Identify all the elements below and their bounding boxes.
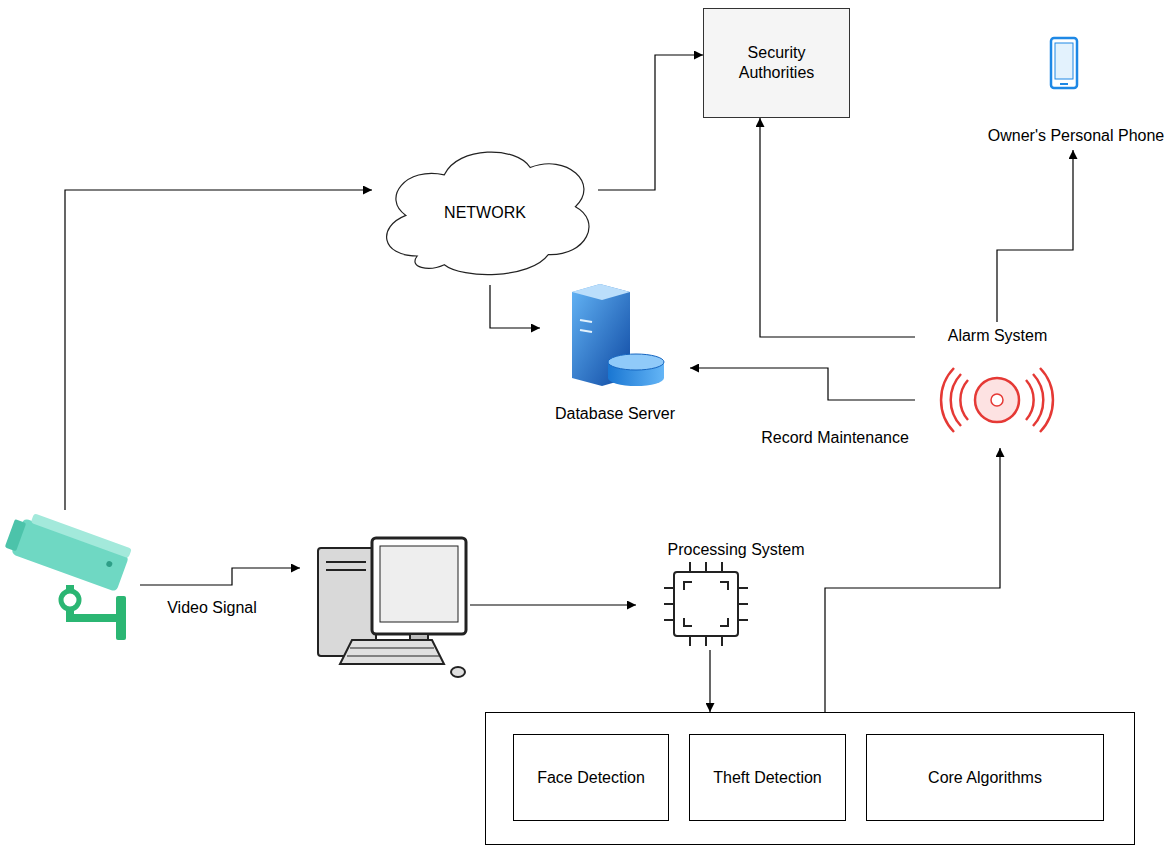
node-text: Security Authorities [714,43,839,83]
cloud-shape [387,152,589,275]
connector-arrow [140,568,300,585]
server-icon [572,284,664,386]
node-text: Processing System [668,540,805,560]
connector-arrow [997,150,1073,322]
connector-arrow [690,368,915,400]
node-text: Theft Detection [713,768,822,788]
processing-node: Processing System [636,536,836,650]
camera-node [8,510,140,642]
database-node: Database Server [540,280,690,428]
connector-arrow [760,118,915,337]
camera-icon [3,508,131,640]
connector-arrow [598,55,703,190]
computer-icon [318,538,466,677]
node-text: Alarm System [948,326,1048,346]
edge-label: Record Maintenance [758,429,912,447]
connector-arrow [709,650,710,712]
authority-box: Security Authorities [703,8,850,118]
node-text: Owner's Personal Phone [988,126,1164,146]
module-box: Face Detection [513,734,669,821]
edge-label: Video Signal [164,599,260,617]
alarm-icon [941,368,1053,432]
phone-node: Owner's Personal Phone [980,32,1172,150]
computer-node [300,530,470,680]
node-text: Face Detection [537,768,645,788]
node-text: NETWORK [444,203,526,223]
network-cloud: NETWORK [372,140,598,285]
module-box: Theft Detection [689,734,846,821]
connector-arrow [65,190,372,510]
connector-arrow [490,285,540,328]
chip-icon [664,562,748,646]
module-box: Core Algorithms [866,734,1104,821]
connector-arrow [825,448,1000,712]
alarm-node: Alarm System [915,322,1080,448]
node-text: Core Algorithms [928,768,1042,788]
node-text: Database Server [555,404,675,424]
phone-icon [1051,38,1077,88]
module-container: Face Detection Theft Detection Core Algori… [485,712,1135,845]
connector-arrow [470,604,636,605]
